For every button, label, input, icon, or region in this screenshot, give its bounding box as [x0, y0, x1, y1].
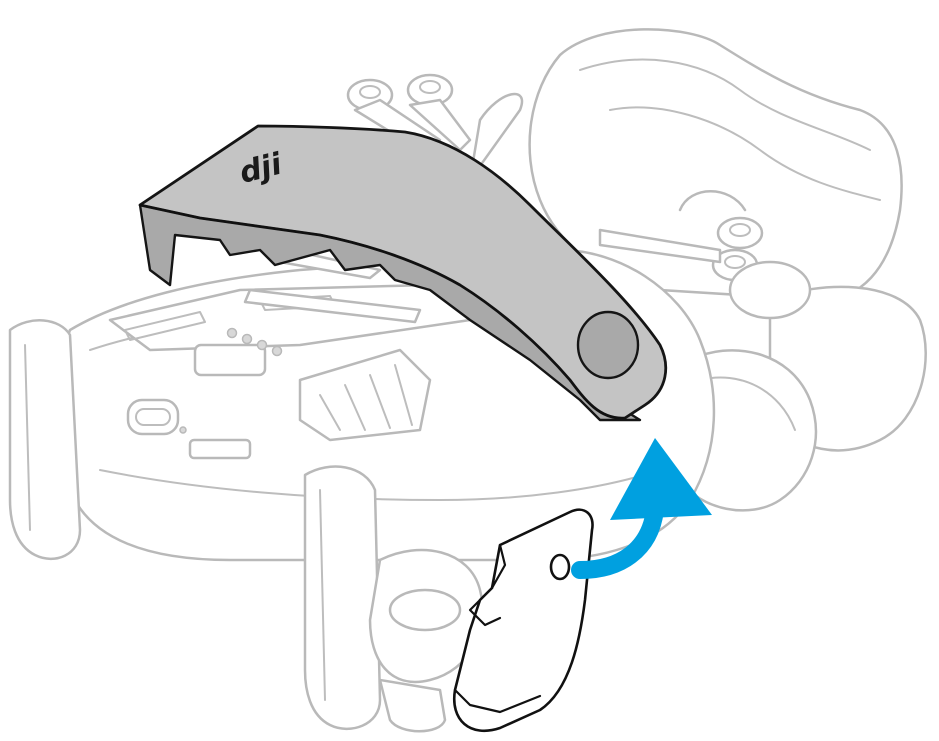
vent-fin-3: [369, 374, 391, 429]
gimbal-clip-lower-lip: [453, 688, 542, 714]
usb-c-port: [126, 398, 180, 436]
battery-led-indicators: [226, 327, 283, 357]
storage-cover-clasp: [576, 310, 640, 380]
vent-fin-2: [344, 384, 366, 431]
prop-hub-4-inner: [724, 255, 746, 269]
gimbal-clip: [452, 508, 594, 733]
propellers-rear-right: [598, 190, 812, 320]
gimbal-clip-edge: [490, 543, 507, 590]
prop-hub-2-inner: [419, 80, 441, 94]
motor-hub: [388, 588, 462, 632]
drone-body: [8, 28, 927, 733]
drone-left-arm: [8, 319, 82, 561]
lift-direction-arrow-icon: [571, 438, 712, 579]
prop-blade-2: [408, 98, 472, 152]
prop-blade-front-1: [243, 288, 422, 324]
battery-button: [193, 343, 267, 377]
drone-left-arm-line: [24, 344, 31, 531]
gimbal-clip-hole: [549, 553, 571, 581]
drone-rear-contour: [579, 58, 871, 151]
storage-cover-front-edge: [138, 203, 627, 420]
prop-blade-3: [468, 92, 524, 182]
vent-fin-1: [319, 394, 341, 431]
prop-blade-4: [598, 228, 722, 264]
port-dot-icon: [179, 426, 187, 434]
drone-top-vent: [124, 311, 206, 341]
drone-right-leg-line: [699, 376, 796, 431]
drone-body-lower-edge: [99, 469, 661, 501]
vent-fin-4: [394, 364, 413, 426]
prop-hub-3: [716, 216, 764, 250]
drone-bottom-leg: [378, 678, 447, 733]
drone-front-arm: [303, 465, 382, 731]
arrow-head: [610, 438, 712, 520]
microsd-slot: [188, 438, 252, 460]
arrow-shaft: [571, 501, 664, 579]
storage-cover: dji: [138, 124, 668, 422]
prop-arm-loop: [678, 190, 747, 212]
drone-front-arm-line: [319, 489, 326, 701]
drone-rear-contour-2: [609, 106, 881, 201]
motor-right: [728, 260, 812, 320]
drone-rear-shell: [528, 28, 903, 302]
prop-hub-1-inner: [359, 85, 381, 99]
gimbal-clip-tab: [468, 598, 502, 627]
usb-c-port-inner: [135, 408, 171, 426]
prop-hub-3-inner: [729, 223, 751, 237]
